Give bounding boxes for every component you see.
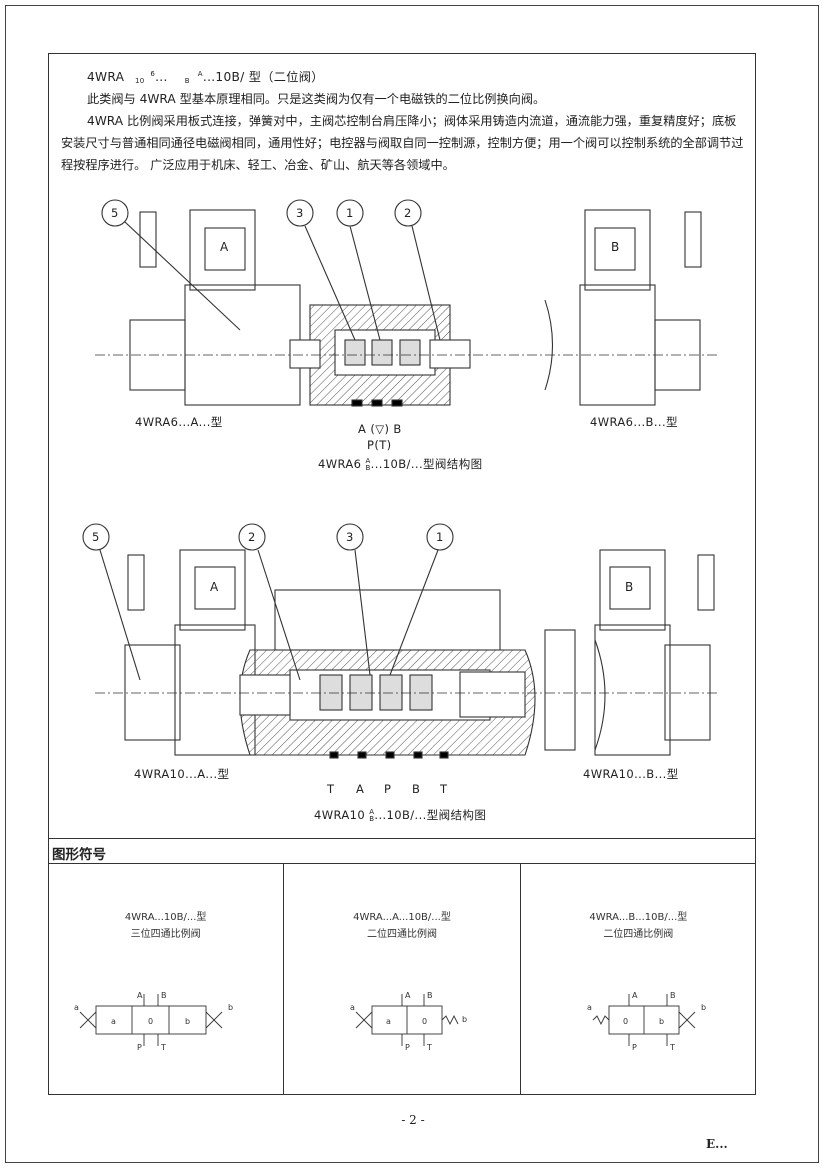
valve10-callout-1: 1 xyxy=(436,530,444,544)
valve10-callout-5: 5 xyxy=(92,530,100,544)
svg-text:b: b xyxy=(462,1015,467,1024)
svg-text:B: B xyxy=(161,991,167,1000)
svg-text:a: a xyxy=(350,1003,355,1012)
valve6-callout-1: 1 xyxy=(346,206,354,220)
valve6-label-a: 4WRA6...A...型 xyxy=(135,415,223,429)
page-number: - 2 - xyxy=(401,1113,425,1127)
valve10-port-a: A xyxy=(356,782,365,796)
svg-text:a: a xyxy=(386,1017,391,1026)
symbol-subtitle: 二位四通比例阀 xyxy=(603,929,674,940)
svg-text:0: 0 xyxy=(148,1017,153,1026)
svg-text:B: B xyxy=(427,991,433,1000)
paragraph-2: 4WRA 比例阀采用板式连接，弹簧对中，主阀芯控制台肩压降小；阀体采用铸造内流道… xyxy=(61,114,744,172)
valve10-port-p: P xyxy=(384,782,392,796)
paragraph-1: 此类阀与 4WRA 型基本原理相同。只是这类阀为仅有一个电磁铁的二位比例换向阀。 xyxy=(87,92,546,106)
svg-text:b: b xyxy=(228,1003,233,1012)
symbol-title: 4WRA...B...10B/...型 xyxy=(589,912,688,923)
svg-text:a: a xyxy=(74,1003,79,1012)
svg-text:B: B xyxy=(670,991,676,1000)
symbol-subtitle: 二位四通比例阀 xyxy=(366,929,437,940)
valve10-port-t2: T xyxy=(440,782,448,796)
svg-text:P: P xyxy=(632,1043,637,1052)
valve6-callout-5: 5 xyxy=(111,206,119,220)
valve6-ports: A (▽) B xyxy=(358,422,402,436)
hydraulic-symbol-2pos-a: a b a 0 A B P T xyxy=(350,991,467,1052)
valve6-ports-pt: P(T) xyxy=(367,438,392,452)
valve10-port-t1: T xyxy=(327,782,335,796)
svg-text:b: b xyxy=(701,1003,706,1012)
symbol-cell-2pos-a: 4WRA...A...10B/...型 二位四通比例阀 a b a 0 A B … xyxy=(284,864,521,1095)
valve6-label-b: 4WRA6...B...型 xyxy=(590,415,678,429)
symbol-subtitle: 三位四通比例阀 xyxy=(130,929,201,940)
valve6-callout-3: 3 xyxy=(296,206,304,220)
valve10-port-b: B xyxy=(412,782,421,796)
symbols-section-title: 图形符号 xyxy=(52,847,106,863)
symbols-section-header: 图形符号 xyxy=(48,838,756,864)
valve10-solenoid-b: B xyxy=(625,580,634,594)
symbol-table: 4WRA...10B/...型 三位四通比例阀 a b a 0 b A B P … xyxy=(48,864,756,1095)
valve6-solenoid-b: B xyxy=(611,240,620,254)
corner-mark: E... xyxy=(706,1137,728,1151)
valve10-callout-2: 2 xyxy=(248,530,256,544)
svg-text:A: A xyxy=(405,991,411,1000)
valve10-label-a: 4WRA10...A...型 xyxy=(134,767,230,781)
svg-text:T: T xyxy=(669,1043,675,1052)
valve10-callout-3: 3 xyxy=(346,530,354,544)
hydraulic-symbol-3pos: a b a 0 b A B P T xyxy=(74,991,233,1052)
svg-text:a: a xyxy=(111,1017,116,1026)
symbol-title: 4WRA...A...10B/...型 xyxy=(353,912,451,923)
svg-text:0: 0 xyxy=(623,1017,628,1026)
svg-text:A: A xyxy=(632,991,638,1000)
page-frame xyxy=(5,5,819,1163)
valve6-callout-2: 2 xyxy=(404,206,412,220)
symbol-cell-2pos-b: 4WRA...B...10B/...型 二位四通比例阀 a b 0 b A B … xyxy=(521,864,756,1095)
symbol-title: 4WRA...10B/...型 xyxy=(124,912,207,923)
valve10-solenoid-a: A xyxy=(210,580,219,594)
hydraulic-symbol-2pos-b: a b 0 b A B P T xyxy=(587,991,706,1052)
svg-text:A: A xyxy=(137,991,143,1000)
svg-text:P: P xyxy=(137,1043,142,1052)
svg-text:a: a xyxy=(587,1003,592,1012)
svg-text:b: b xyxy=(659,1017,664,1026)
valve6-solenoid-a: A xyxy=(220,240,229,254)
svg-text:b: b xyxy=(185,1017,190,1026)
valve10-label-b: 4WRA10...B...型 xyxy=(583,767,679,781)
symbol-cell-3pos: 4WRA...10B/...型 三位四通比例阀 a b a 0 b A B P … xyxy=(48,864,285,1095)
valve6-drawing xyxy=(95,199,720,407)
svg-text:T: T xyxy=(160,1043,166,1052)
svg-text:P: P xyxy=(405,1043,410,1052)
content-box xyxy=(48,53,756,1095)
valve10-drawing xyxy=(82,523,720,759)
svg-text:0: 0 xyxy=(422,1017,427,1026)
svg-text:T: T xyxy=(426,1043,432,1052)
